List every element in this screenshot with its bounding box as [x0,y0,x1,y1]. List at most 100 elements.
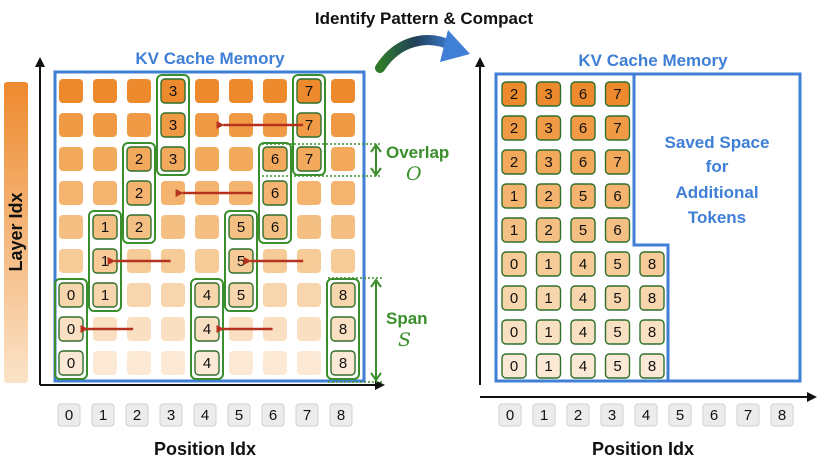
kv-cell [59,113,83,137]
compacted-cell-value: 4 [579,256,587,273]
compacted-cell-value: 0 [510,290,518,307]
compacted-cell-value: 0 [510,324,518,341]
compacted-cell [570,183,596,209]
x-tick-label: 1 [540,407,548,424]
kv-cell [297,351,321,375]
kv-cell [297,181,321,205]
kv-cell-labeled [330,316,356,342]
compacted-cell [501,217,527,243]
kv-cell [195,249,219,273]
left-shift-arrows [80,121,304,333]
kv-cell-value: 8 [339,355,347,372]
x-tick-label: 4 [642,407,650,424]
kv-cell [195,215,219,239]
compacted-cell [604,285,631,311]
x-tick-box [329,403,353,427]
kv-cell [127,113,151,137]
kv-cell [59,147,83,171]
right-position-idx-label: Position Idx [592,439,694,459]
compacted-cell [570,115,596,141]
kv-cell [161,283,185,307]
kv-cell [229,351,253,375]
compacted-cell [604,81,631,107]
kv-cell [59,215,83,239]
compacted-cell [570,217,596,243]
kv-cell [127,317,151,341]
compacted-cell [570,251,596,277]
kv-cell-labeled [126,214,152,240]
kv-cell [229,147,253,171]
layer-idx-label: Layer Idx [6,192,26,271]
x-tick-label: 5 [235,407,243,424]
compacted-cell [501,115,527,141]
kv-cell-value: 0 [67,321,75,338]
kv-cell-labeled [194,282,220,308]
compacted-cell [570,319,596,345]
kv-cell-value: 7 [305,151,313,168]
kv-cell [297,249,321,273]
compacted-cell [501,183,527,209]
span-label: Span [386,309,428,328]
kv-cell-labeled [330,282,356,308]
kv-cell-value: 4 [203,321,211,338]
compacted-cell-value: 1 [544,358,552,375]
compacted-cell [639,285,665,311]
x-tick-box [57,403,81,427]
compacted-cell [604,183,631,209]
pattern-group-outline [156,74,190,176]
kv-cell-value: 7 [305,117,313,134]
kv-cell-value: 4 [203,355,211,372]
x-tick-label: 0 [506,407,514,424]
compacted-cell-value: 7 [613,120,621,137]
x-tick-box [159,403,183,427]
compacted-cell-value: 6 [579,86,587,103]
kv-cell [263,283,287,307]
compacted-cell-value: 8 [648,290,656,307]
overlap-label: Overlap [386,143,449,162]
kv-cell-labeled [92,214,118,240]
x-tick-label: 4 [201,407,209,424]
compacted-cell-value: 6 [613,188,621,205]
compacted-cell-value: 2 [510,120,518,137]
x-tick-box [227,403,251,427]
kv-cell-value: 2 [135,219,143,236]
compacted-cell [604,319,631,345]
compacted-cell-value: 1 [544,256,552,273]
span-symbol: S [398,329,411,351]
kv-cell-value: 6 [271,219,279,236]
x-tick-box [736,403,760,427]
left-memory-label: KV Cache Memory [135,49,285,68]
saved-space-line-2: for [706,157,729,176]
kv-cell-labeled [126,180,152,206]
saved-space-text: Saved Space for Additional Tokens [665,133,770,227]
compacted-cell [535,217,562,243]
compacted-cell-value: 3 [544,86,552,103]
span-annotation: Span S [328,277,428,383]
x-tick-label: 3 [608,407,616,424]
kv-cell [59,181,83,205]
compacted-cell [535,319,562,345]
x-tick-label: 6 [710,407,718,424]
x-tick-label: 8 [337,407,345,424]
kv-cell [263,351,287,375]
kv-cell-labeled [262,214,288,240]
compacted-cell [570,149,596,175]
kv-cell [331,79,355,103]
x-tick-label: 5 [676,407,684,424]
compacted-cell-value: 0 [510,256,518,273]
x-tick-box [125,403,149,427]
compacted-cell [604,353,631,379]
kv-cell [297,283,321,307]
x-tick-box [91,403,115,427]
compacted-cell-value: 6 [579,120,587,137]
saved-space-line-4: Tokens [688,208,746,227]
kv-cell-labeled [228,214,254,240]
kv-cell [59,79,83,103]
compacted-cell [639,353,665,379]
compacted-cell-value: 7 [613,154,621,171]
right-memory-label: KV Cache Memory [578,51,728,70]
x-tick-label: 2 [133,407,141,424]
